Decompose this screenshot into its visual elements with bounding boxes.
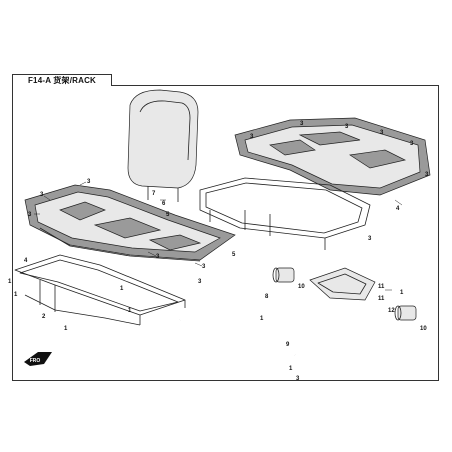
callout-5-a: 5 bbox=[166, 212, 170, 218]
callout-leaders bbox=[34, 181, 403, 291]
callout-3-e: 3 bbox=[202, 264, 206, 270]
callout-3-b: 3 bbox=[40, 192, 44, 198]
callout-11-b: 11 bbox=[378, 296, 385, 302]
rear-rack-frame bbox=[199, 177, 371, 250]
callout-7: 7 bbox=[152, 191, 156, 197]
backrest-pad bbox=[127, 89, 199, 202]
callout-1-f: 1 bbox=[260, 316, 264, 322]
callout-5-b: 5 bbox=[232, 252, 236, 258]
callout-3-g: 3 bbox=[250, 134, 254, 140]
callout-1-b: 1 bbox=[14, 292, 18, 298]
callout-3-k: 3 bbox=[410, 141, 414, 147]
callout-11-a: 11 bbox=[378, 284, 385, 290]
callout-1-a: 1 bbox=[8, 279, 12, 285]
callout-3-i: 3 bbox=[345, 124, 349, 130]
front-rack bbox=[24, 184, 236, 262]
callout-3-a: 3 bbox=[87, 179, 91, 185]
callout-1-e: 1 bbox=[128, 308, 132, 314]
callout-3-c: 3 bbox=[28, 212, 32, 218]
mounting-bracket bbox=[309, 267, 376, 301]
callout-12: 12 bbox=[388, 308, 395, 314]
callout-1-d: 1 bbox=[120, 286, 124, 292]
callout-4-a: 4 bbox=[396, 206, 400, 212]
callout-labels: 3 3 3 3 3 3 3 3 3 3 3 3 3 7 6 5 5 4 4 1 … bbox=[8, 121, 429, 382]
diagram-frame bbox=[12, 85, 439, 381]
callout-1-h: 1 bbox=[289, 366, 293, 372]
front-rack-frame bbox=[14, 254, 186, 326]
callout-3-h: 3 bbox=[300, 121, 304, 127]
grab-bar-tube bbox=[179, 296, 296, 357]
callout-3-f: 3 bbox=[198, 279, 202, 285]
callout-2: 2 bbox=[42, 314, 46, 320]
callout-3-l: 3 bbox=[425, 172, 429, 178]
callout-9: 9 bbox=[286, 342, 290, 348]
callout-1-g: 1 bbox=[400, 290, 404, 296]
callout-1-c: 1 bbox=[64, 326, 68, 332]
front-direction-badge: FRO bbox=[24, 352, 52, 366]
diagram-title: F14-A 货架/RACK bbox=[12, 74, 112, 86]
callout-6: 6 bbox=[162, 201, 166, 207]
rear-rack bbox=[234, 117, 431, 196]
callout-3-m: 3 bbox=[368, 236, 372, 242]
callout-10-a: 10 bbox=[298, 284, 305, 290]
callout-4-b: 4 bbox=[24, 258, 28, 264]
spacer-bushings bbox=[272, 267, 417, 321]
callout-3-n: 3 bbox=[296, 376, 300, 382]
front-badge-text: FRO bbox=[30, 358, 41, 364]
callout-3-j: 3 bbox=[380, 130, 384, 136]
callout-8: 8 bbox=[265, 294, 269, 300]
callout-10-b: 10 bbox=[420, 326, 427, 332]
callout-3-d: 3 bbox=[156, 254, 160, 260]
